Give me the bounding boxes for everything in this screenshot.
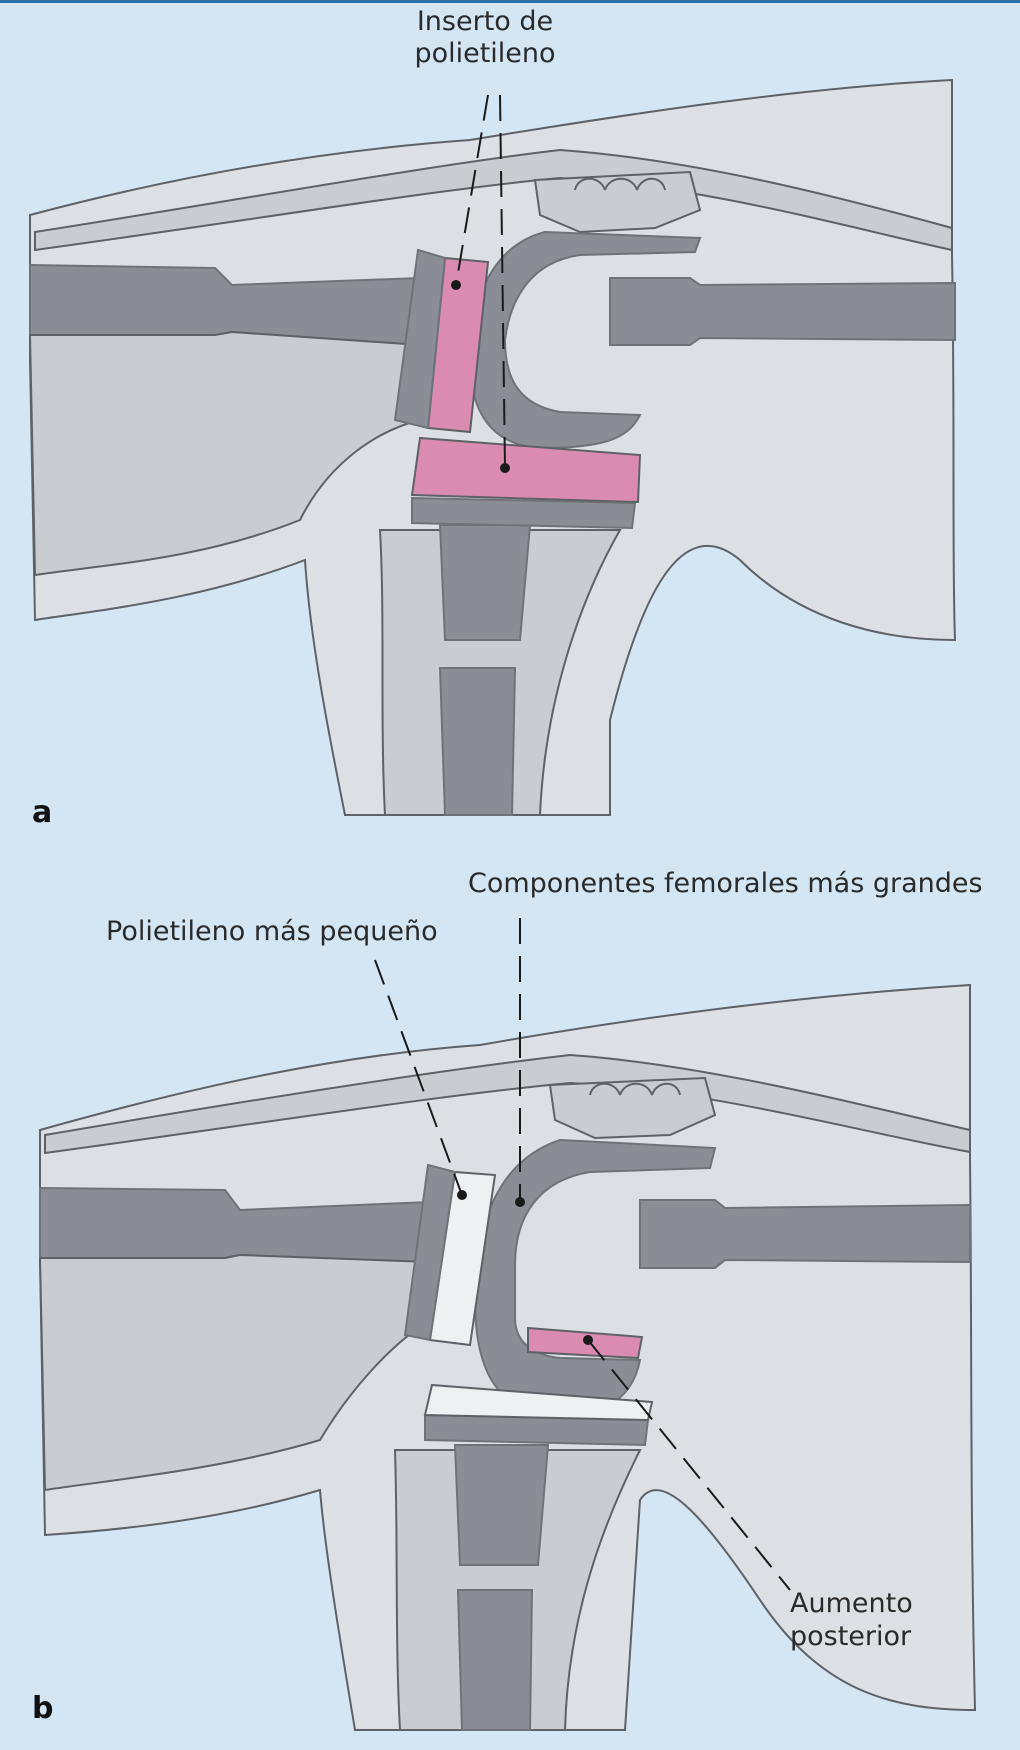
panel-a-leader-dot-1 [451, 280, 461, 290]
panel-b-tibial-stem-lower [458, 1590, 532, 1730]
panel-b-tibial-stem-upper [455, 1445, 548, 1565]
panel-b-leader-dot-aumento [583, 1335, 593, 1345]
panel-a-tibial-stem-upper [440, 525, 530, 640]
panel-a-tibial-tray [412, 498, 635, 528]
label-componentes-femorales: Componentes femorales más grandes [468, 868, 983, 899]
label-aumento-line1: Aumento [790, 1588, 913, 1619]
panel-a-femur-stem-right [610, 278, 955, 345]
panel-b-leader-dot-polietileno [457, 1190, 467, 1200]
label-aumento-line2: posterior [790, 1621, 912, 1652]
label-polietileno-pequeno: Polietileno más pequeño [106, 916, 438, 947]
label-inserto-line1: Inserto de [417, 6, 553, 37]
panel-a-tibial-stem-lower [440, 668, 515, 815]
panel-b-femur-stem-right [640, 1200, 970, 1268]
panel-b-letter: b [32, 1691, 53, 1726]
panel-b-leader-dot-componentes [515, 1197, 525, 1207]
label-inserto-line2: polietileno [414, 38, 555, 69]
panel-a-leader-dot-2 [500, 463, 510, 473]
panel-a-letter: a [32, 795, 52, 830]
